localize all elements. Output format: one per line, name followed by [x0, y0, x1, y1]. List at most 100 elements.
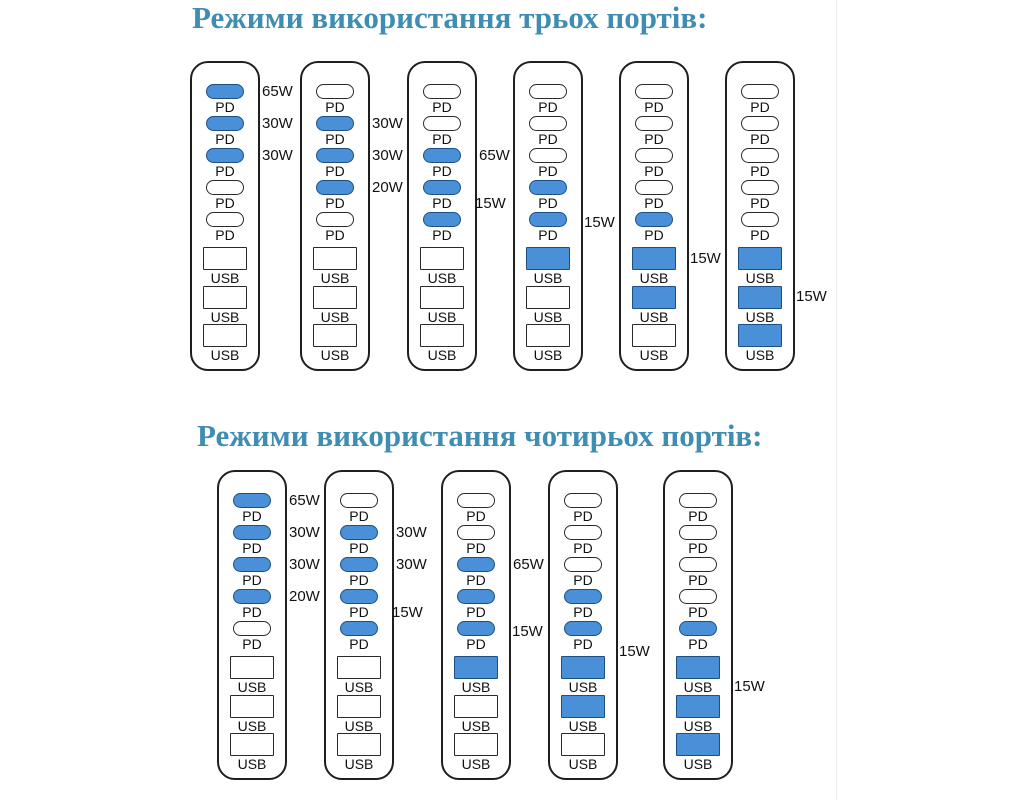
port-label: PD — [325, 195, 345, 211]
port-label: PD — [750, 163, 770, 179]
wattage-label: 15W — [690, 249, 721, 267]
port-label: PD — [538, 163, 558, 179]
port-label: USB — [639, 347, 669, 363]
wattage-label: 30W — [372, 146, 403, 164]
charger-hub — [217, 470, 287, 780]
port-label: USB — [427, 309, 457, 325]
usb-c-pd-port-active — [316, 148, 354, 163]
usb-c-pd-port — [741, 148, 779, 163]
usb-c-pd-port-active — [340, 557, 378, 572]
usb-c-pd-port-active — [635, 212, 673, 227]
usb-c-pd-port-active — [206, 148, 244, 163]
port-label: PD — [644, 195, 664, 211]
usb-a-port — [337, 695, 381, 718]
usb-c-pd-port-active — [233, 525, 271, 540]
wattage-label: 15W — [512, 623, 543, 640]
usb-a-port — [337, 733, 381, 756]
port-label: USB — [461, 679, 491, 695]
usb-a-port — [337, 656, 381, 679]
usb-c-pd-port-active — [316, 180, 354, 195]
wattage-label: 30W — [262, 146, 293, 164]
usb-c-pd-port-active — [340, 621, 378, 636]
usb-c-pd-port — [423, 116, 461, 131]
port-label: PD — [215, 99, 235, 115]
port-label: PD — [688, 508, 708, 524]
usb-c-pd-port — [741, 116, 779, 131]
usb-a-port-active — [676, 733, 720, 756]
port-label: PD — [688, 636, 708, 652]
usb-a-port — [230, 656, 274, 679]
usb-c-pd-port — [635, 84, 673, 99]
charger-hub — [190, 61, 260, 371]
wattage-label: 30W — [289, 555, 320, 573]
wattage-label: 30W — [262, 114, 293, 132]
usb-a-port — [313, 286, 357, 309]
port-label: PD — [325, 163, 345, 179]
port-label: USB — [320, 309, 350, 325]
usb-c-pd-port — [529, 84, 567, 99]
wattage-label: 20W — [372, 178, 403, 196]
port-label: USB — [639, 270, 669, 286]
usb-c-pd-port-active — [423, 212, 461, 227]
port-label: USB — [683, 679, 713, 695]
usb-c-pd-port — [741, 180, 779, 195]
port-label: USB — [427, 347, 457, 363]
port-label: PD — [215, 227, 235, 243]
port-label: PD — [573, 540, 593, 556]
usb-c-pd-port — [316, 212, 354, 227]
wattage-label: 30W — [396, 555, 427, 573]
usb-a-port-active — [454, 656, 498, 679]
port-label: PD — [644, 163, 664, 179]
charger-hub — [725, 61, 795, 371]
usb-c-pd-port — [233, 621, 271, 636]
port-label: PD — [349, 540, 369, 556]
usb-a-port — [632, 324, 676, 347]
usb-c-pd-port — [679, 557, 717, 572]
port-label: USB — [568, 718, 598, 734]
port-label: PD — [432, 163, 452, 179]
port-label: PD — [242, 508, 262, 524]
usb-a-port — [313, 247, 357, 270]
usb-a-port — [203, 286, 247, 309]
port-label: USB — [683, 718, 713, 734]
port-label: PD — [432, 131, 452, 147]
usb-c-pd-port — [340, 493, 378, 508]
page-edge-divider — [836, 0, 837, 800]
port-label: USB — [533, 347, 563, 363]
port-label: PD — [644, 227, 664, 243]
port-label: PD — [215, 131, 235, 147]
usb-c-pd-port — [635, 180, 673, 195]
usb-a-port-active — [738, 247, 782, 270]
usb-a-port — [420, 247, 464, 270]
port-label: PD — [242, 604, 262, 620]
usb-c-pd-port — [741, 84, 779, 99]
usb-a-port-active — [526, 247, 570, 270]
port-label: PD — [573, 636, 593, 652]
port-label: USB — [237, 679, 267, 695]
port-label: USB — [568, 756, 598, 772]
wattage-label: 65W — [479, 146, 510, 164]
usb-c-pd-port-active — [233, 557, 271, 572]
wattage-label: 65W — [513, 555, 544, 573]
port-label: PD — [750, 227, 770, 243]
port-label: PD — [466, 636, 486, 652]
port-label: USB — [320, 347, 350, 363]
usb-a-port-active — [632, 286, 676, 309]
wattage-label: 15W — [619, 642, 650, 660]
port-label: PD — [750, 131, 770, 147]
port-label: USB — [237, 756, 267, 772]
port-label: PD — [688, 540, 708, 556]
port-label: PD — [466, 540, 486, 556]
port-label: USB — [344, 718, 374, 734]
usb-c-pd-port-active — [679, 621, 717, 636]
port-label: PD — [325, 131, 345, 147]
port-label: USB — [568, 679, 598, 695]
usb-a-port — [420, 286, 464, 309]
wattage-label: 30W — [289, 523, 320, 541]
usb-c-pd-port — [564, 557, 602, 572]
port-label: PD — [215, 195, 235, 211]
usb-c-pd-port — [679, 589, 717, 604]
usb-c-pd-port — [206, 212, 244, 227]
wattage-label: 15W — [584, 214, 615, 231]
